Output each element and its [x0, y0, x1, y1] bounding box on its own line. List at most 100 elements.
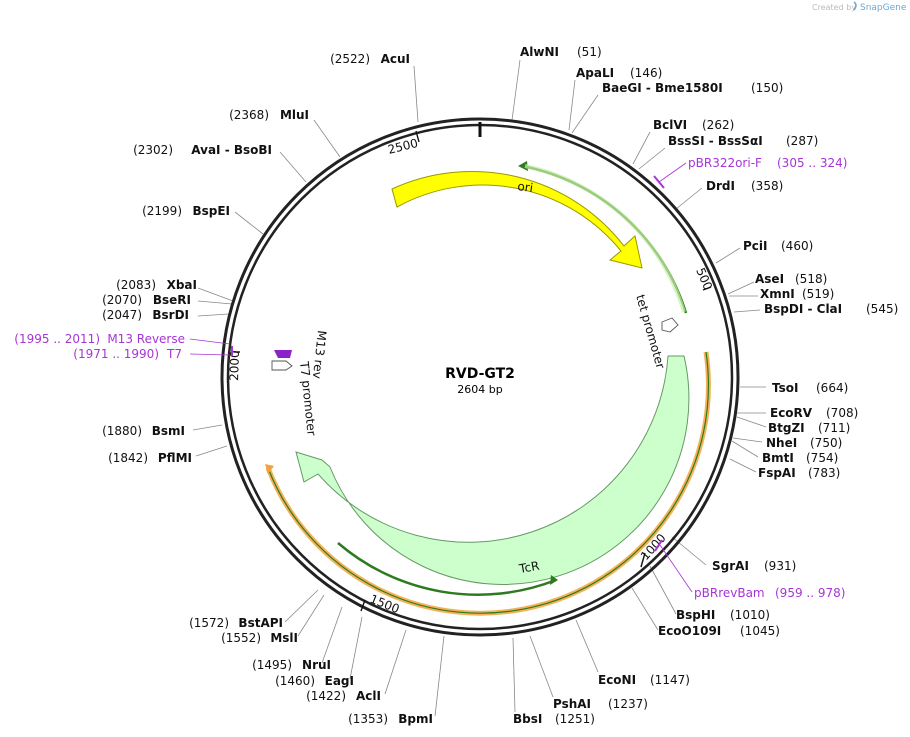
- site-pos-apali: (146): [630, 66, 662, 80]
- site-pos-eagi: (1460): [275, 674, 315, 688]
- tick-label-2000: 2000: [227, 350, 242, 381]
- primer-name-t7[interactable]: T7: [166, 347, 182, 361]
- site-pos-acli: (1422): [306, 689, 346, 703]
- snapgene-mark-icon: [853, 1, 857, 11]
- site-name-xbai[interactable]: XbaI: [167, 278, 197, 292]
- site-name-bspdi[interactable]: BspDI - ClaI: [764, 302, 842, 316]
- site-pos-btgzi: (711): [818, 421, 850, 435]
- tet-promoter-arrow: [661, 317, 679, 333]
- site-name-nhei[interactable]: NheI: [766, 436, 797, 450]
- primer-name-pbr322ori-f[interactable]: pBR322ori-F: [688, 156, 762, 170]
- site-pos-bseri: (2070): [102, 293, 142, 307]
- site-name-alwni[interactable]: AlwNI: [520, 45, 559, 59]
- site-pos-bsmi: (1880): [102, 424, 142, 438]
- site-name-tsoi[interactable]: TsoI: [772, 381, 798, 395]
- site-name-mlui[interactable]: MluI: [280, 108, 309, 122]
- tcr-feature-arrow: [295, 355, 690, 585]
- primer-name-m13-reverse[interactable]: M13 Reverse: [107, 332, 185, 346]
- site-pos-nhei: (750): [810, 436, 842, 450]
- site-pos-asei: (518): [795, 272, 827, 286]
- site-pos-tsoi: (664): [816, 381, 848, 395]
- site-name-baegi[interactable]: BaeGI - Bme1580I: [602, 81, 723, 95]
- site-name-avai[interactable]: AvaI - BsoBI: [191, 143, 272, 157]
- site-name-ecoo109i[interactable]: EcoO109I: [658, 624, 721, 638]
- site-name-bstapi[interactable]: BstAPI: [238, 616, 283, 630]
- ori-line-highlight: [524, 164, 686, 313]
- credit-text: Created by: [812, 3, 856, 12]
- site-name-bclvi[interactable]: BclVI: [653, 118, 687, 132]
- backbone-outer-ring: [220, 117, 740, 637]
- plasmid-name: RVD-GT2: [445, 366, 515, 382]
- primer-name-pbrrevbam[interactable]: pBRrevBam: [694, 586, 765, 600]
- site-pos-bsrdi: (2047): [102, 308, 142, 322]
- snapgene-logo: SnapGene: [853, 1, 907, 13]
- site-pos-bsphi: (1010): [730, 608, 770, 622]
- primer-mark-pbrrevbam: [654, 539, 663, 552]
- primer-range-t7: (1971 .. 1990): [73, 347, 159, 361]
- ori-feature-arrow: [391, 171, 643, 269]
- site-pos-pcii: (460): [781, 239, 813, 253]
- site-pos-bsssi: (287): [786, 134, 818, 148]
- site-name-acli[interactable]: AclI: [356, 689, 381, 703]
- site-name-xmni[interactable]: XmnI: [760, 287, 795, 301]
- primer-labels: pBR322ori-F (305 .. 324) pBRrevBam (959 …: [14, 156, 847, 600]
- site-pos-xbai: (2083): [116, 278, 156, 292]
- site-name-eagi[interactable]: EagI: [325, 674, 354, 688]
- site-name-bmti[interactable]: BmtI: [762, 451, 794, 465]
- site-name-bbsi[interactable]: BbsI: [513, 712, 542, 726]
- m13-rev-label: M13 rev: [310, 330, 329, 380]
- site-name-pcii[interactable]: PciI: [743, 239, 768, 253]
- site-name-bpmi[interactable]: BpmI: [398, 712, 433, 726]
- primer-leader-lines: [189, 162, 693, 593]
- site-name-apali[interactable]: ApaLI: [576, 66, 614, 80]
- site-name-bsrdi[interactable]: BsrDI: [152, 308, 189, 322]
- site-pos-nrui: (1495): [252, 658, 292, 672]
- site-name-asei[interactable]: AseI: [755, 272, 784, 286]
- tcr-label: TcR: [517, 559, 540, 576]
- site-pos-msli: (1552): [221, 631, 261, 645]
- site-name-sgrai[interactable]: SgrAI: [712, 559, 749, 573]
- site-pos-drdi: (358): [751, 179, 783, 193]
- leader-lines: [192, 59, 767, 717]
- tcr-orf-arrowhead: [265, 464, 274, 474]
- tet-promoter-label: tet promoter: [633, 293, 668, 370]
- primer-range-m13-reverse: (1995 .. 2011): [14, 332, 100, 346]
- site-pos-ecorv: (708): [826, 406, 858, 420]
- site-pos-bstapi: (1572): [189, 616, 229, 630]
- site-labels-right: AlwNI (51) ApaLI (146) BaeGI - Bme1580I …: [513, 45, 898, 726]
- site-pos-pflmi: (1842): [108, 451, 148, 465]
- site-pos-pshai: (1237): [608, 697, 648, 711]
- site-name-btgzi[interactable]: BtgZI: [768, 421, 805, 435]
- site-name-econi[interactable]: EcoNI: [598, 673, 636, 687]
- site-pos-baegi: (150): [751, 81, 783, 95]
- site-name-bsphi[interactable]: BspHI: [676, 608, 715, 622]
- site-pos-bclvi: (262): [702, 118, 734, 132]
- t7-promoter-arrow: [271, 360, 293, 371]
- site-name-bsssi[interactable]: BssSI - BssSαI: [668, 134, 763, 148]
- primer-range-pbr322ori-f: (305 .. 324): [777, 156, 847, 170]
- site-name-bseri[interactable]: BseRI: [153, 293, 191, 307]
- site-pos-mlui: (2368): [229, 108, 269, 122]
- tcr-line-arrowhead: [550, 575, 558, 585]
- site-pos-avai: (2302): [133, 143, 173, 157]
- site-name-pflmi[interactable]: PflMI: [158, 451, 192, 465]
- tcr-orf-line: [267, 351, 709, 614]
- site-name-fspai[interactable]: FspAI: [758, 466, 796, 480]
- site-pos-bbsi: (1251): [555, 712, 595, 726]
- site-pos-fspai: (783): [808, 466, 840, 480]
- site-name-nrui[interactable]: NruI: [302, 658, 331, 672]
- site-name-msli[interactable]: MslI: [270, 631, 298, 645]
- site-name-pshai[interactable]: PshAI: [553, 697, 591, 711]
- tcr-direction-line: [337, 542, 557, 596]
- plasmid-length: 2604 bp: [457, 383, 502, 396]
- site-pos-bpmi: (1353): [348, 712, 388, 726]
- site-pos-bmti: (754): [806, 451, 838, 465]
- site-pos-bspei: (2199): [142, 204, 182, 218]
- site-name-ecorv[interactable]: EcoRV: [770, 406, 813, 420]
- site-name-bsmi[interactable]: BsmI: [152, 424, 185, 438]
- site-name-acui[interactable]: AcuI: [381, 52, 410, 66]
- tick-label-2500: 2500: [386, 136, 419, 157]
- site-name-drdi[interactable]: DrdI: [706, 179, 735, 193]
- credit-brand: SnapGene: [860, 3, 907, 13]
- site-name-bspei[interactable]: BspEI: [192, 204, 230, 218]
